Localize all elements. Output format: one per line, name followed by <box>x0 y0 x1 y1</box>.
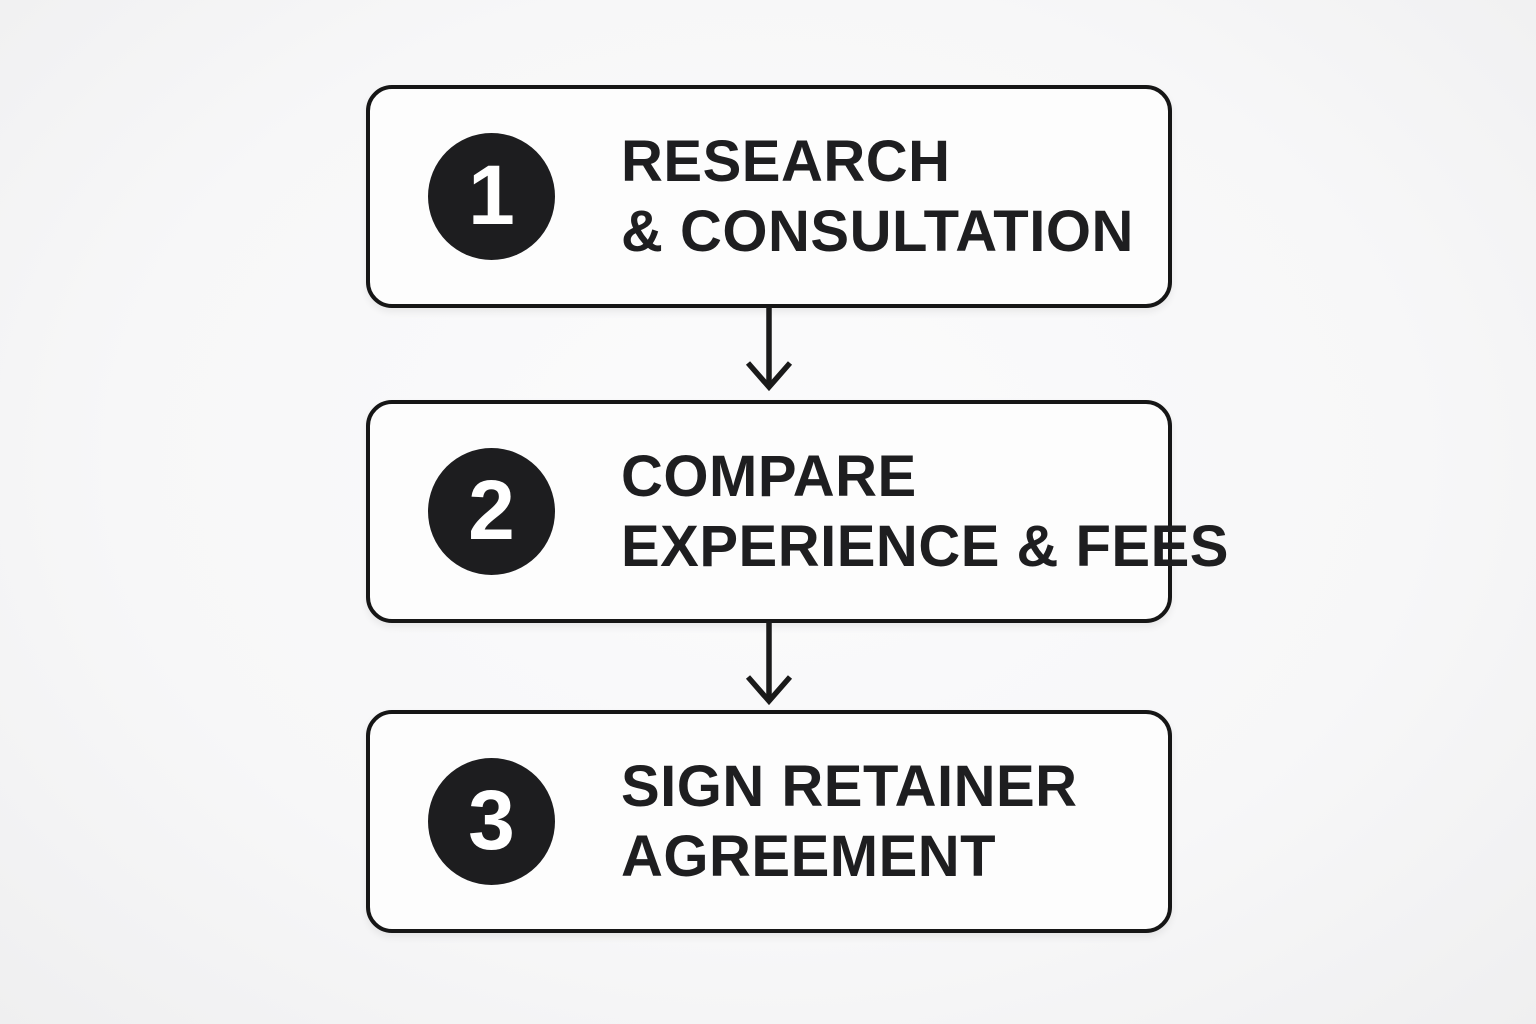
step-number-badge-1: 1 <box>428 133 555 260</box>
step-title-line: AGREEMENT <box>621 823 997 889</box>
step-title-line: & CONSULTATION <box>621 198 1134 264</box>
step-title-line: RESEARCH <box>621 128 951 194</box>
step-box-3: 3 SIGN RETAINER AGREEMENT <box>366 710 1172 933</box>
arrow-down-icon <box>745 621 793 706</box>
step-title-2: COMPARE EXPERIENCE & FEES <box>621 442 1229 582</box>
step-number: 1 <box>468 147 515 242</box>
step-title-3: SIGN RETAINER AGREEMENT <box>621 752 1078 892</box>
step-number: 3 <box>468 772 515 867</box>
step-title-line: SIGN RETAINER <box>621 753 1078 819</box>
step-title-line: COMPARE <box>621 443 917 509</box>
step-number: 2 <box>468 462 515 557</box>
step-number-badge-3: 3 <box>428 758 555 885</box>
arrow-down-icon <box>745 307 793 392</box>
step-number-badge-2: 2 <box>428 448 555 575</box>
step-box-2: 2 COMPARE EXPERIENCE & FEES <box>366 400 1228 623</box>
step-title-line: EXPERIENCE & FEES <box>621 513 1229 579</box>
step-title-1: RESEARCH & CONSULTATION <box>621 127 1134 267</box>
step-box-1: 1 RESEARCH & CONSULTATION <box>366 85 1172 308</box>
